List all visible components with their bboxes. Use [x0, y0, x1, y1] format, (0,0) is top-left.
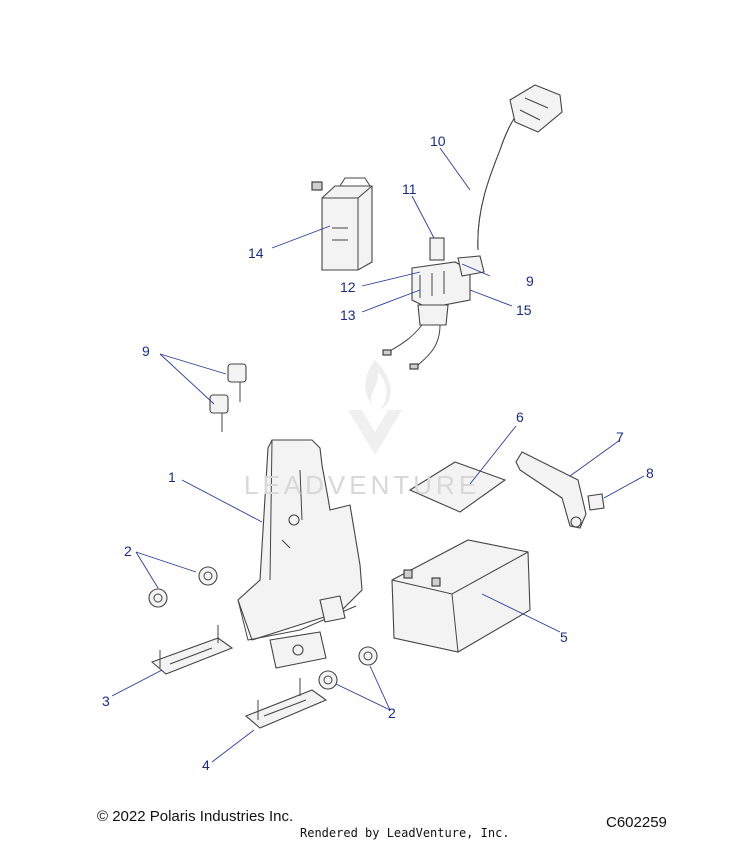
callouts: 10 11 14 9 12 13 15 9 6 7 8 1 2 5 3 2 4 [102, 133, 654, 773]
part-1-bracket [237, 439, 363, 669]
callout-4: 4 [202, 757, 210, 773]
callout-12: 12 [340, 279, 356, 295]
part-11-15-fuse-holder [382, 237, 485, 370]
callout-6: 6 [516, 409, 524, 425]
callout-15: 15 [516, 302, 532, 318]
callout-13: 13 [340, 307, 356, 323]
part-10-harness [477, 84, 563, 251]
part-14-module [311, 177, 373, 271]
watermark-logo [348, 360, 402, 455]
rendered-by-text: Rendered by LeadVenture, Inc. [300, 826, 510, 840]
callout-14: 14 [248, 245, 264, 261]
part-6-pad [408, 461, 507, 513]
diagram-code: C602259 [606, 814, 667, 831]
callout-1: 1 [168, 469, 176, 485]
callout-2-right: 2 [388, 705, 396, 721]
callout-7: 7 [616, 429, 624, 445]
part-7-strap [515, 451, 587, 529]
part-5-battery [391, 539, 531, 653]
callout-9-left: 9 [142, 343, 150, 359]
part-8-screw [587, 493, 605, 511]
callout-9-upper: 9 [526, 273, 534, 289]
callout-8: 8 [646, 465, 654, 481]
part-3-plate [150, 625, 234, 675]
callout-10: 10 [430, 133, 446, 149]
part-9-bolts [209, 363, 247, 432]
copyright-text: © 2022 Polaris Industries Inc. [97, 808, 294, 825]
leader-lines [111, 147, 645, 763]
part-4-plate [244, 678, 328, 729]
watermark-text: LEADVENTURE [244, 470, 481, 500]
callout-3: 3 [102, 693, 110, 709]
callout-11: 11 [402, 181, 417, 197]
callout-2-left: 2 [124, 543, 132, 559]
part-2-nuts [148, 566, 378, 690]
callout-5: 5 [560, 629, 568, 645]
